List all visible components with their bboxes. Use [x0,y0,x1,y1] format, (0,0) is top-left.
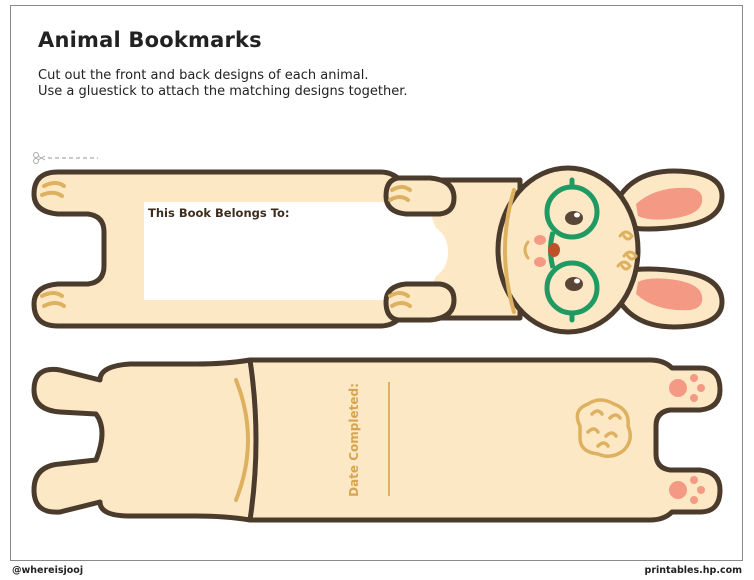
tail-icon [575,398,632,458]
name-area [144,202,448,300]
back-head [31,357,259,523]
scissors-icon [33,152,46,164]
instruction-line-2: Use a gluestick to attach the matching d… [38,84,408,99]
instruction-line-1: Cut out the front and back designs of ea… [38,68,369,83]
back-body [247,357,723,523]
date-field[interactable] [392,382,432,496]
name-field[interactable] [148,226,418,294]
paw-pad-bottom [669,476,705,504]
front-bookmark [31,165,725,335]
instructions: Cut out the front and back designs of ea… [38,68,408,100]
paw-pad-top [669,374,705,402]
eye-top [565,211,583,225]
eye-bottom [565,277,583,291]
footer-site[interactable]: printables.hp.com [644,565,742,576]
date-completed-label: Date Completed: [347,383,361,497]
belongs-to-label: This Book Belongs To: [148,206,290,220]
page-title: Animal Bookmarks [38,28,262,52]
footer-credit: @whereisjooj [12,565,84,576]
bunny-nose [548,243,560,257]
bunny-head [495,165,641,335]
back-bookmark [31,357,723,523]
